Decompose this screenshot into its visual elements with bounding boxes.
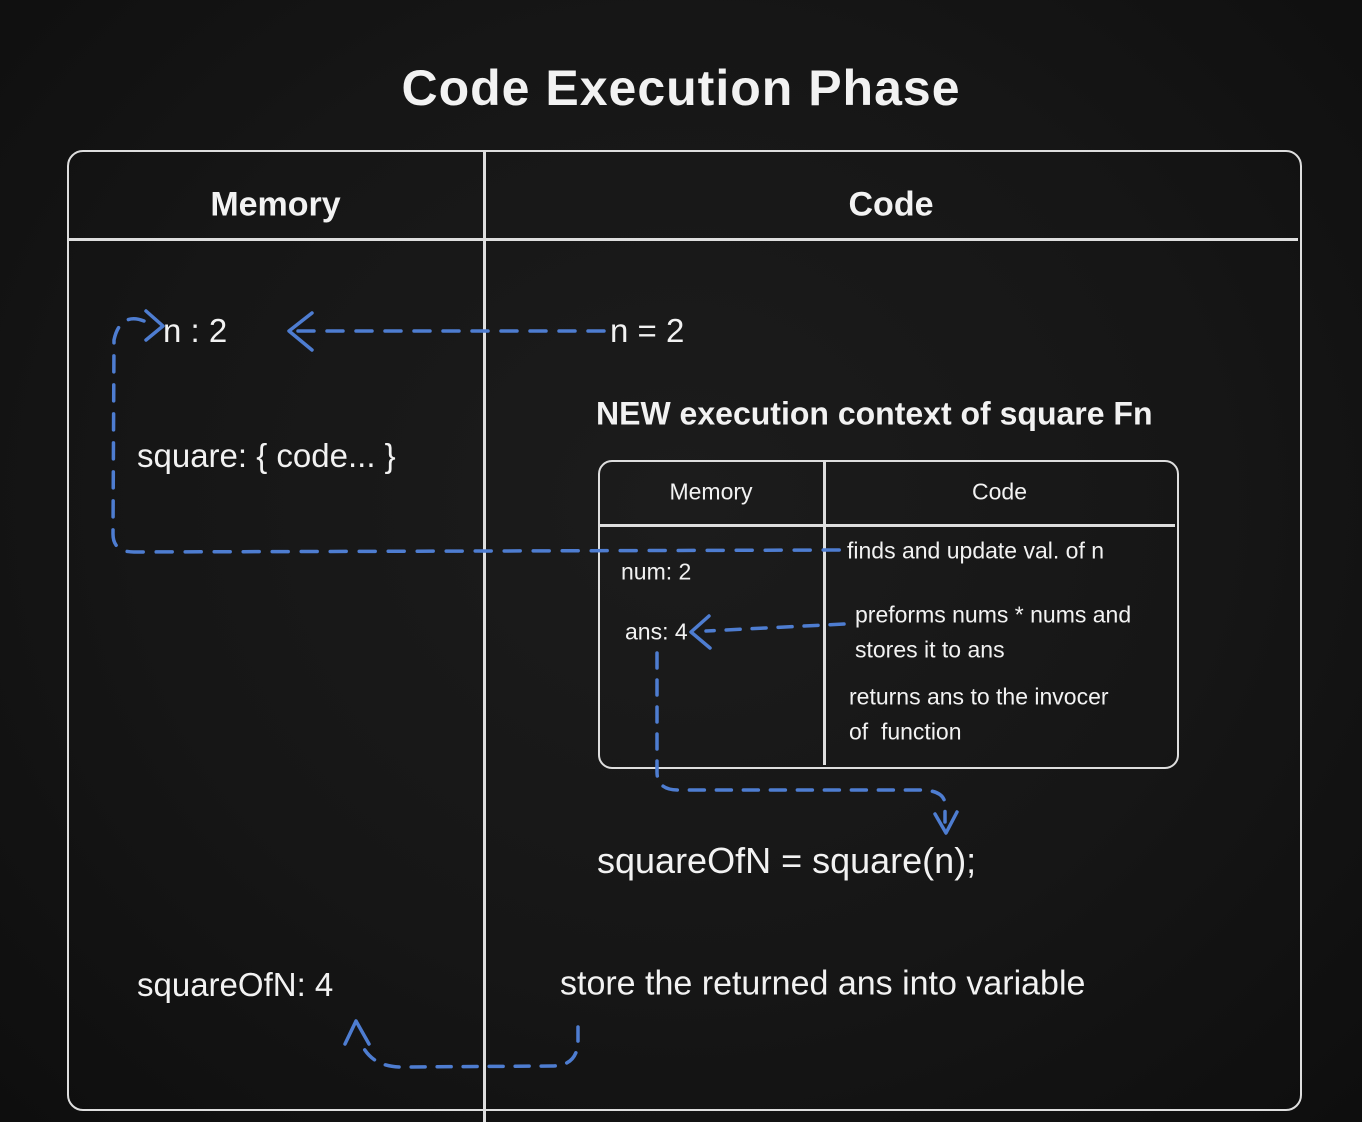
outer-execution-context-table [67, 150, 1302, 1111]
inner-table-column-divider [823, 460, 826, 765]
inner-memory-variable-num: num: 2 [621, 558, 692, 585]
outer-table-column-divider [483, 150, 486, 1122]
store-returned-ans-note: store the returned ans into variable [560, 964, 1086, 1003]
code-statement-invocation: squareOfN = square(n); [597, 840, 977, 881]
inner-code-line-find-update-n: finds and update val. of n [847, 537, 1105, 564]
inner-code-line-preforms: preforms nums * nums and [855, 601, 1132, 628]
inner-code-line-returns: returns ans to the invocer [849, 683, 1109, 710]
inner-memory-header: Memory [669, 478, 753, 505]
inner-table-header-divider [598, 524, 1175, 527]
outer-code-header: Code [848, 185, 934, 224]
memory-variable-square: square: { code... } [137, 437, 396, 474]
memory-variable-n: n : 2 [163, 312, 228, 349]
inner-code-line-of-function: of function [849, 718, 962, 745]
new-execution-context-label: NEW execution context of square Fn [596, 395, 1153, 432]
outer-table-header-divider [67, 238, 1298, 241]
outer-memory-header: Memory [210, 185, 341, 224]
code-statement-n-assign: n = 2 [610, 312, 685, 349]
page-title: Code Execution Phase [401, 60, 961, 116]
inner-memory-variable-ans: ans: 4 [625, 618, 688, 645]
inner-code-header: Code [972, 478, 1027, 505]
memory-variable-squareofn: squareOfN: 4 [137, 966, 334, 1003]
inner-code-line-stores: stores it to ans [855, 636, 1005, 663]
